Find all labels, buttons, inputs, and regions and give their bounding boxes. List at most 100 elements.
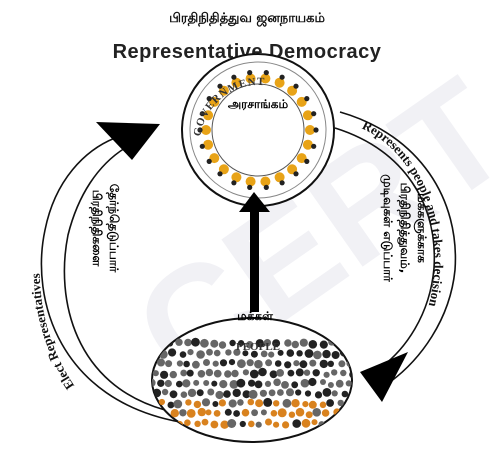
crowd-person	[331, 369, 338, 376]
crowd-person	[236, 378, 246, 388]
crowd-person	[194, 420, 201, 427]
crowd-person	[152, 370, 159, 377]
crowd-person	[277, 408, 287, 418]
crowd-person	[284, 361, 292, 369]
crowd-person	[331, 390, 338, 397]
crowd-person	[224, 370, 232, 378]
crowd-person	[349, 408, 352, 417]
crowd-person	[197, 370, 206, 378]
government-figure-head	[263, 70, 269, 76]
crowd-person	[219, 359, 228, 367]
crowd-person	[229, 339, 236, 347]
people-label: PEOPLE	[236, 341, 280, 353]
right-cycle-tamil-1: மக்களுக்காக	[414, 193, 429, 263]
crowd-person	[168, 348, 177, 357]
left-cycle-tamil-2: தேர்ந்தெடுப்பார்	[106, 184, 121, 273]
crowd-person	[192, 360, 200, 369]
crowd-person	[276, 369, 284, 377]
crowd-person	[196, 389, 204, 397]
crowd-person	[238, 340, 245, 347]
government-figure-head	[231, 180, 237, 186]
crowd-person	[207, 388, 215, 396]
crowd-person	[268, 389, 276, 397]
crowd-person	[345, 380, 352, 387]
crowd-person	[224, 408, 232, 416]
government-figure-body	[274, 172, 285, 183]
crowd-person	[263, 339, 272, 347]
crowd-person	[287, 369, 295, 377]
crowd-person	[349, 370, 352, 379]
crowd-person	[239, 420, 246, 428]
crowd-person	[219, 380, 228, 389]
government-figure-head	[217, 171, 223, 177]
crowd-person	[356, 360, 364, 368]
crowd-person	[312, 369, 320, 377]
crowd-person	[264, 380, 272, 387]
government-ring	[181, 53, 335, 207]
government-figure-body	[296, 153, 307, 164]
crowd-person	[337, 399, 344, 407]
crowd-person	[173, 399, 183, 409]
crowd-person	[327, 382, 334, 388]
crowd-person	[265, 359, 273, 367]
crowd-person	[165, 360, 173, 368]
crowd-person	[268, 351, 275, 358]
crowd-person	[341, 390, 349, 398]
crowd-person	[203, 380, 210, 386]
crowd-person	[184, 419, 191, 427]
crowd-person	[277, 349, 284, 356]
crowd-person	[180, 391, 188, 399]
crowd-person	[183, 360, 190, 368]
crowd-person	[205, 368, 214, 377]
government-tamil-label: அரசாங்கம்	[228, 97, 289, 111]
crowd-person	[270, 410, 278, 417]
government-figure-head	[279, 180, 285, 186]
crowd-person	[212, 401, 219, 407]
crowd-person	[242, 350, 249, 357]
government-figure-body	[231, 77, 242, 88]
left-cycle-english: Elect Representatives	[28, 273, 77, 392]
crowd-person	[225, 349, 232, 356]
people-crowd	[151, 317, 367, 443]
crowd-person	[296, 350, 303, 357]
crowd-person	[333, 408, 341, 416]
crowd-person	[251, 409, 258, 417]
crowd-person	[338, 360, 346, 368]
crowd-person	[246, 341, 254, 349]
government-figure-head	[217, 83, 223, 89]
crowd-person	[152, 359, 154, 367]
crowd-person	[254, 359, 263, 369]
crowd-person	[300, 378, 310, 388]
crowd-person	[248, 420, 255, 428]
crowd-person	[311, 419, 318, 426]
right-cycle-arc	[334, 111, 457, 383]
government-figure-body	[245, 73, 256, 84]
crowd-person	[161, 388, 169, 396]
crowd-person	[313, 350, 322, 360]
crowd-person	[314, 391, 323, 399]
crowd-person	[255, 399, 264, 408]
government-figure-head	[247, 184, 253, 190]
crowd-person	[185, 399, 192, 406]
crowd-person	[322, 349, 331, 359]
crowd-person	[340, 369, 347, 377]
crowd-person	[237, 359, 246, 369]
crowd-person	[182, 379, 191, 388]
crowd-person	[301, 418, 311, 428]
crowd-person	[205, 409, 212, 416]
crowd-person	[201, 418, 209, 426]
title-tamil: பிரதிநிதித்துவ ஜனநாயகம்	[169, 11, 325, 27]
arrow-down-icon	[360, 352, 408, 402]
crowd-person	[186, 369, 194, 377]
government-figure-head	[313, 127, 319, 133]
crowd-person	[327, 360, 334, 367]
crowd-person	[358, 349, 367, 358]
crowd-person	[335, 379, 344, 388]
crowd-person	[210, 339, 219, 348]
crowd-person	[167, 401, 175, 409]
crowd-person	[273, 421, 280, 428]
crowd-person	[347, 421, 352, 428]
crowd-person	[232, 388, 241, 398]
government-figure-body	[231, 172, 242, 183]
crowd-person	[293, 360, 300, 367]
